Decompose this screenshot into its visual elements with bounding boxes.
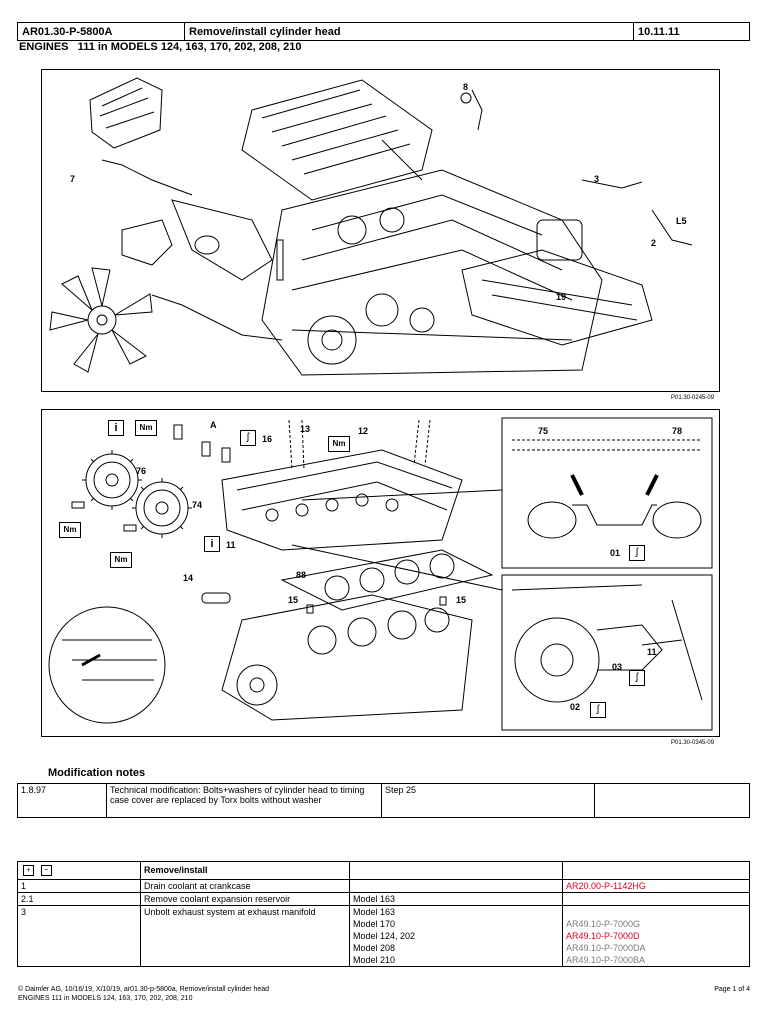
info-icon: i [204, 536, 220, 552]
modification-notes-table: 1.8.97 Technical modification: Bolts+was… [17, 783, 750, 818]
table-row: 1.8.97 Technical modification: Bolts+was… [17, 783, 750, 818]
step-number: 3 [17, 905, 141, 967]
doc-title: Remove/install cylinder head [184, 22, 634, 41]
callout-19: 19 [556, 292, 567, 302]
callout-88: 88 [296, 570, 307, 580]
footer-engines: ENGINES 111 in MODELS 124, 163, 170, 202… [18, 995, 193, 1002]
step-model: Model 163 [349, 905, 563, 918]
table-row: Model 208 AR49.10-P-7000DA [18, 942, 750, 954]
tool-icon: ʃ [629, 670, 645, 686]
modification-notes-title: Modification notes [48, 767, 146, 779]
callout-14: 14 [183, 573, 194, 583]
callout-12: 12 [358, 426, 369, 436]
step-model [349, 879, 563, 893]
step-model: Model 163 [349, 892, 563, 906]
callout-13: 13 [300, 424, 311, 434]
mod-text: Technical modification: Bolts+washers of… [106, 783, 382, 818]
step-link[interactable]: AR20.00-P-1142HG [562, 879, 750, 893]
torque-nm-badge: Nm [59, 522, 81, 538]
callout-75: 75 [538, 426, 549, 436]
engine-exploded-figure: 8 7 3 L5 2 19 [41, 69, 720, 392]
callout-78: 78 [672, 426, 683, 436]
header-table: AR01.30-P-5800A Remove/install cylinder … [17, 22, 750, 41]
step-model: Model 210 [349, 954, 563, 967]
mod-date: 1.8.97 [17, 783, 107, 818]
callout-3: 3 [594, 174, 600, 184]
step-link[interactable]: AR49.10-P-7000G [562, 918, 750, 930]
table-row: Model 170 AR49.10-P-7000G [18, 918, 750, 930]
footer-copyright: © Daimler AG, 10/16/19, X/10/19, ar01.30… [18, 986, 270, 993]
step-link[interactable]: AR49.10-P-7000BA [562, 954, 750, 967]
callout-74: 74 [192, 500, 203, 510]
table-header-row: + − Remove/install [17, 861, 750, 880]
torque-nm-badge: Nm [135, 420, 157, 436]
step-model: Model 208 [349, 942, 563, 954]
table-row: 1 Drain coolant at crankcase AR20.00-P-1… [17, 879, 750, 893]
collapse-all-icon[interactable]: − [40, 865, 52, 876]
engine-exploded-drawing [49, 77, 693, 376]
table-row: 2.1 Remove coolant expansion reservoir M… [17, 892, 750, 906]
expand-all-icon[interactable]: + [23, 865, 34, 876]
table-row: 3 Unbolt exhaust system at exhaust manif… [17, 905, 750, 967]
remove-install-header: Remove/install [140, 861, 350, 880]
callout-11: 11 [226, 540, 236, 550]
step-link[interactable]: AR49.10-P-7000D [562, 930, 750, 942]
doc-id: AR01.30-P-5800A [17, 22, 185, 41]
callout-8: 8 [463, 82, 469, 92]
callout-a: A [210, 420, 217, 430]
step-link [562, 892, 750, 906]
info-icon: i [108, 420, 124, 436]
callout-16: 16 [262, 434, 273, 444]
callout-01: 01 [610, 548, 621, 558]
cylinder-head-figure: i Nm Nm Nm Nm i ʃ ʃ ʃ ʃ A 16 13 12 76 74… [41, 409, 720, 737]
step-link[interactable]: AR49.10-P-7000DA [562, 942, 750, 954]
page-footer: © Daimler AG, 10/16/19, X/10/19, ar01.30… [18, 985, 750, 1003]
mod-link [594, 783, 750, 818]
callout-03: 03 [612, 662, 623, 672]
callout-7: 7 [70, 174, 76, 184]
tool-icon: ʃ [629, 545, 645, 561]
callout-15: 15 [456, 595, 467, 605]
mod-ref: Step 25 [381, 783, 595, 818]
callout-76: 76 [136, 466, 147, 476]
step-link [562, 905, 750, 918]
figure1-caption: P01.30-0245-09 [671, 395, 715, 401]
step-model: Model 170 [349, 918, 563, 930]
cylinder-head-drawing [48, 417, 713, 731]
callout-02: 02 [570, 702, 581, 712]
expand-collapse-controls[interactable]: + − [17, 861, 141, 880]
figure2-caption: P01.30-0345-09 [671, 740, 715, 746]
table-row: Model 124, 202 AR49.10-P-7000D [18, 930, 750, 942]
engine-models-subtitle: ENGINES 111 in MODELS 124, 163, 170, 202… [19, 41, 302, 53]
callout-15: 15 [288, 595, 299, 605]
procedure-table: + − Remove/install 1 Drain coolant at cr… [17, 861, 750, 967]
doc-date: 10.11.11 [633, 22, 750, 41]
tool-icon: ʃ [590, 702, 606, 718]
callout-11: 11 [647, 647, 657, 657]
callout-2: 2 [651, 238, 657, 248]
callout-l5: L5 [676, 216, 687, 226]
torque-nm-badge: Nm [110, 552, 132, 568]
table-row: Model 210 AR49.10-P-7000BA [18, 954, 750, 967]
tool-icon: ʃ [240, 430, 256, 446]
step-text: Unbolt exhaust system at exhaust manifol… [140, 905, 350, 967]
step-text: Drain coolant at crankcase [140, 879, 350, 893]
step-model: Model 124, 202 [349, 930, 563, 942]
step-number: 2.1 [17, 892, 141, 906]
step-number: 1 [17, 879, 141, 893]
page-number: Page 1 of 4 [714, 986, 750, 993]
torque-nm-badge: Nm [328, 436, 350, 452]
step-text: Remove coolant expansion reservoir [140, 892, 350, 906]
